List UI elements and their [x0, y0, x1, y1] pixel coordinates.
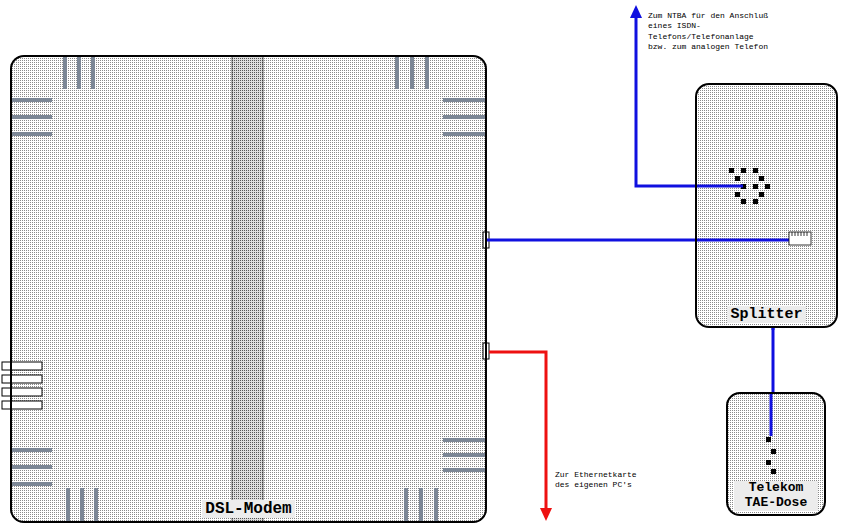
- node-label: Splitter: [727, 306, 805, 323]
- modem-body: [10, 55, 487, 523]
- splitter-box: Splitter: [695, 83, 838, 328]
- cable: [772, 328, 775, 392]
- modem-side-connectors: [2, 362, 42, 409]
- note-label: Zum NTBA für den Anschluß eines ISDN-Tel…: [648, 11, 776, 53]
- splitter-inner-wire: [697, 239, 790, 242]
- arrowhead: [540, 508, 552, 521]
- node-label: DSL-Modem: [202, 500, 294, 518]
- cable: [487, 239, 695, 242]
- tae-socket: [766, 437, 776, 474]
- vent-bars: [10, 55, 487, 523]
- note-label: Zur Ethernetkarte des eigenen PC's: [555, 470, 647, 491]
- tae-body: [726, 392, 826, 516]
- arrowhead: [630, 5, 642, 18]
- splitter-body: [695, 83, 838, 328]
- modem-band: [232, 56, 263, 522]
- ethernet-wire: [489, 352, 546, 510]
- tae-socket-box: Telekom TAE-Dose: [726, 392, 826, 516]
- node-label: Telekom TAE-Dose: [734, 481, 818, 511]
- modem-box: DSL-Modem: [10, 55, 487, 523]
- tae-inner-wire: [770, 392, 773, 436]
- splitter-dsl-port: [789, 232, 811, 245]
